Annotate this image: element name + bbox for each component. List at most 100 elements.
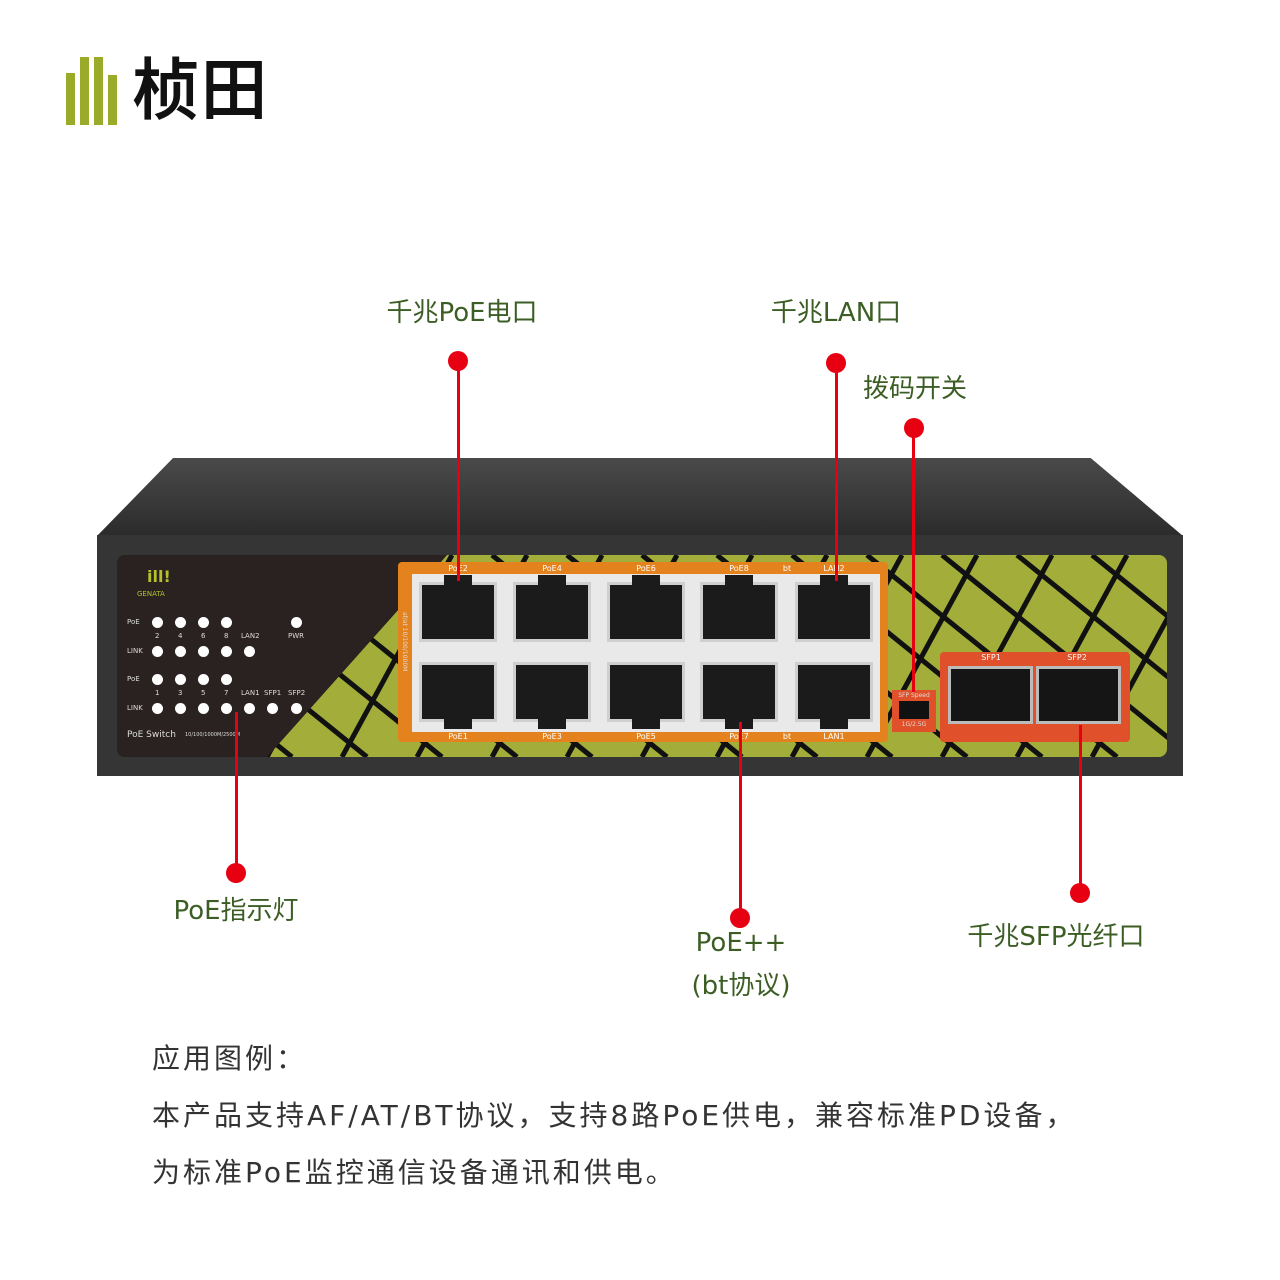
- callout-dot-poe-port: [448, 351, 468, 371]
- pattern-line: [1015, 555, 1167, 680]
- port-label: PoE5: [636, 732, 656, 741]
- callout-poeplus-line2: (bt协议): [691, 971, 791, 1001]
- port-latch: [820, 719, 848, 729]
- rj45-port-lan2[interactable]: [795, 575, 873, 642]
- callout-dip-switch: 拨码开关: [862, 374, 967, 404]
- sfp-port-1[interactable]: [948, 666, 1033, 724]
- led-number: 4: [178, 632, 183, 640]
- led-number: LAN2: [241, 632, 260, 640]
- poe-led: [152, 674, 163, 685]
- led-number: 8: [224, 632, 229, 640]
- brand-name: 桢田: [133, 52, 269, 129]
- callout-sfp: 千兆SFP光纤口: [967, 922, 1145, 952]
- led-number: LAN1: [241, 689, 260, 697]
- link-led: [291, 703, 302, 714]
- link-led: [198, 646, 209, 657]
- port-latch: [538, 719, 566, 729]
- pattern-line: [1090, 555, 1167, 619]
- port-latch: [820, 575, 848, 585]
- port-label: PoE3: [542, 732, 562, 741]
- dip-switch[interactable]: SFP Speed 1G/2.5G: [892, 690, 936, 732]
- description-line-2: 为标准PoE监控通信设备通讯和供电。: [152, 1156, 677, 1189]
- callout-line-sfp: [1079, 725, 1082, 893]
- port-latch: [632, 575, 660, 585]
- led-number: SFP2: [288, 689, 306, 697]
- port-label: LAN2: [823, 564, 845, 573]
- port-label: PoE4: [542, 564, 562, 573]
- port-label: LAN1: [823, 732, 845, 741]
- led-number: 3: [178, 689, 183, 697]
- description: 应用图例： 本产品支持AF/AT/BT协议，支持8路PoE供电，兼容标准PD设备…: [152, 1030, 1077, 1201]
- callout-poe-port: 千兆PoE电口: [386, 298, 538, 328]
- poe-led: [198, 617, 209, 628]
- poe-label: PoE: [127, 618, 140, 626]
- switch-top: [97, 458, 1183, 536]
- sfp-label-2: SFP2: [1067, 653, 1087, 662]
- port-latch: [538, 575, 566, 585]
- rj45-port-poe4[interactable]: [513, 575, 591, 642]
- link-led: [221, 703, 232, 714]
- dip-label: SFP Speed: [898, 692, 930, 699]
- callout-dot-poeplus: [730, 908, 750, 928]
- poe-led: [198, 674, 209, 685]
- rj45-port-poe6[interactable]: [607, 575, 685, 642]
- link-label: LINK: [127, 704, 143, 712]
- poe-led: [221, 617, 232, 628]
- port-latch: [632, 719, 660, 729]
- port-latch: [444, 719, 472, 729]
- callout-line-dip: [912, 428, 915, 692]
- callout-dot-sfp: [1070, 883, 1090, 903]
- port-label: PoE8: [729, 564, 749, 573]
- callout-dot-dip: [904, 418, 924, 438]
- rj45-port-lan1[interactable]: [795, 662, 873, 729]
- callout-poeplus-line1: PoE++: [695, 928, 787, 958]
- callout-line-led: [235, 712, 238, 872]
- link-led: [244, 703, 255, 714]
- pwr-led: [291, 617, 302, 628]
- poe-led: [221, 674, 232, 685]
- port-label: PoE1: [448, 732, 468, 741]
- led-number: 6: [201, 632, 206, 640]
- model-label: PoE Switch: [127, 730, 176, 740]
- rj45-port-poe3[interactable]: [513, 662, 591, 729]
- link-label: LINK: [127, 647, 143, 655]
- brand-logo: 桢田: [66, 55, 269, 125]
- callout-line-poeplus: [739, 722, 742, 918]
- sfp-port-block: SFP1 SFP2: [940, 652, 1130, 742]
- callout-poe-led: PoE指示灯: [173, 896, 299, 926]
- callout-dot-lan: [826, 353, 846, 373]
- sfp-port-2[interactable]: [1036, 666, 1121, 724]
- dip-values: 1G/2.5G: [901, 721, 927, 728]
- port-label: PoE7: [700, 732, 778, 741]
- panel-logo-mark: ill!: [147, 567, 171, 586]
- led-number: 1: [155, 689, 160, 697]
- bt-label: bt: [782, 564, 792, 573]
- bt-label: bt: [782, 732, 792, 741]
- rj45-port-poe7[interactable]: [700, 662, 778, 729]
- link-led: [244, 646, 255, 657]
- panel-brand: GENATA: [137, 590, 165, 598]
- link-led: [175, 703, 186, 714]
- rj45-port-poe1[interactable]: [419, 662, 497, 729]
- callout-lan-port: 千兆LAN口: [770, 298, 902, 328]
- side-label: af/at 10/100/1000M: [401, 612, 408, 672]
- poe-led: [152, 617, 163, 628]
- rj45-port-poe5[interactable]: [607, 662, 685, 729]
- link-led: [198, 703, 209, 714]
- callout-line-poe-port: [457, 361, 460, 581]
- rj45-port-block: af/at 10/100/1000M PoE2PoE4PoE6PoE8LAN2P…: [398, 562, 888, 742]
- port-latch: [725, 575, 753, 585]
- poe-label: PoE: [127, 675, 140, 683]
- link-led: [221, 646, 232, 657]
- link-led: [267, 703, 278, 714]
- led-number: 2: [155, 632, 160, 640]
- speed-label: 10/100/1000M/2500M: [185, 732, 241, 738]
- poe-led: [175, 674, 186, 685]
- rj45-port-poe2[interactable]: [419, 575, 497, 642]
- led-number: 7: [224, 689, 229, 697]
- link-led: [152, 703, 163, 714]
- dip-toggle[interactable]: [899, 701, 929, 719]
- callout-line-lan: [835, 363, 838, 581]
- description-heading: 应用图例：: [152, 1042, 308, 1075]
- rj45-port-poe8[interactable]: [700, 575, 778, 642]
